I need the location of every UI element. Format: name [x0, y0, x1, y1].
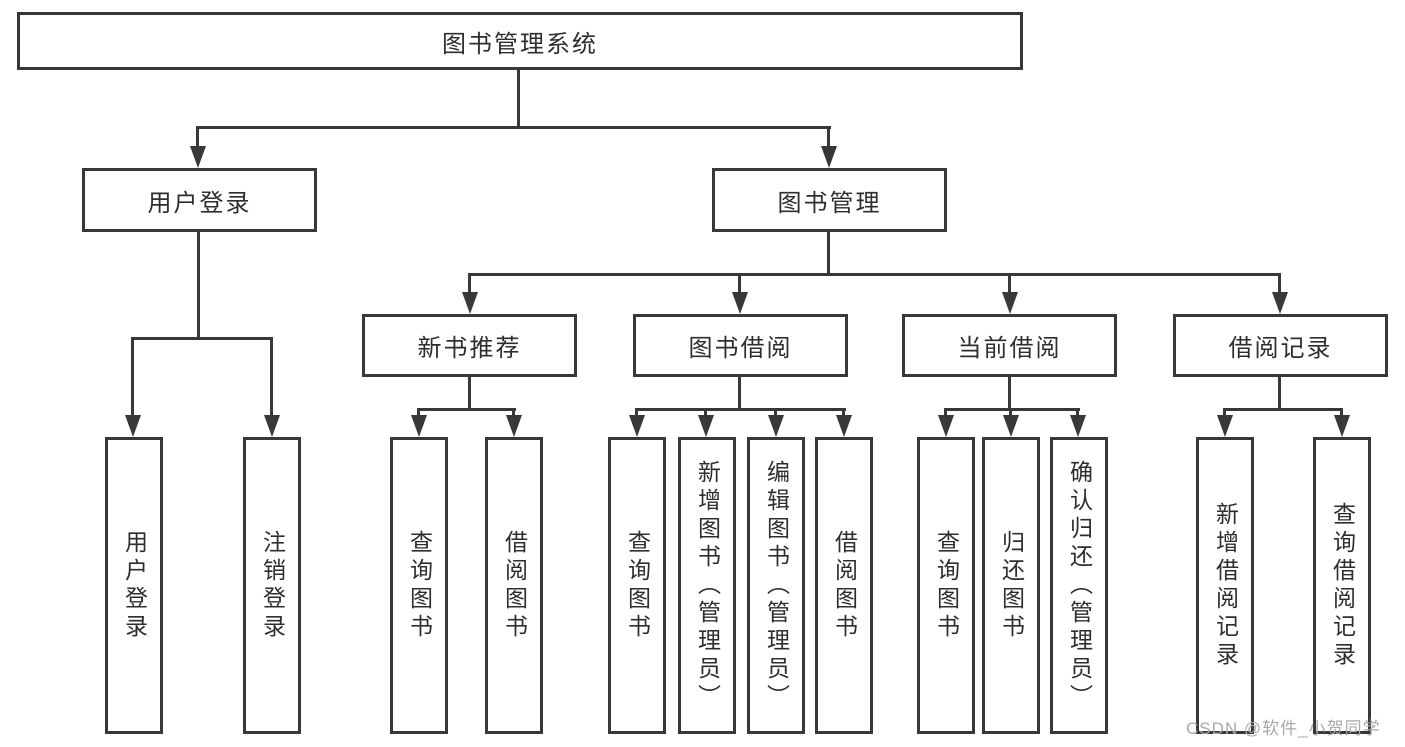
arrowhead-down-icon	[264, 415, 280, 437]
node-label: 借阅图书	[831, 529, 858, 642]
leaf-query-books-current: 查询图书	[917, 437, 975, 734]
connector-line	[704, 408, 707, 418]
node-label: 图书管理	[777, 189, 882, 217]
arrowhead-down-icon	[462, 292, 478, 314]
leaf-add-books-admin: 新增图书（管理员）	[678, 437, 736, 734]
connector-line	[468, 377, 471, 408]
connector-line	[1009, 408, 1012, 418]
arrowhead-down-icon	[768, 415, 784, 437]
node-label: 新增图书（管理员）	[694, 459, 721, 712]
connector-line	[1278, 377, 1281, 408]
arrowhead-down-icon	[1003, 415, 1019, 437]
connector-line	[1340, 408, 1343, 418]
node-label: 编辑图书（管理员）	[763, 459, 790, 712]
connector-line	[827, 126, 830, 148]
arrowhead-down-icon	[629, 415, 645, 437]
connector-line	[1278, 273, 1281, 294]
connector-line	[196, 126, 831, 129]
node-label: 用户登录	[147, 189, 252, 217]
arrowhead-down-icon	[836, 415, 852, 437]
arrowhead-down-icon	[1334, 415, 1350, 437]
node-user-login: 用户登录	[82, 168, 317, 232]
node-label: 查询图书	[406, 529, 433, 642]
node-label: 当前借阅	[957, 335, 1062, 362]
connector-line	[944, 408, 947, 418]
connector-line	[512, 408, 515, 418]
leaf-query-borrow-record: 查询借阅记录	[1313, 437, 1371, 734]
connector-line	[131, 337, 134, 417]
connector-line	[1008, 377, 1011, 408]
node-book-management: 图书管理	[712, 168, 947, 232]
arrowhead-down-icon	[732, 292, 748, 314]
node-label: 借阅记录	[1228, 335, 1333, 362]
leaf-edit-books-admin: 编辑图书（管理员）	[747, 437, 805, 734]
arrowhead-down-icon	[1002, 292, 1018, 314]
connector-line	[635, 408, 846, 411]
connector-line	[270, 337, 273, 417]
node-book-borrow: 图书借阅	[633, 314, 848, 377]
node-label: 用户登录	[121, 529, 148, 642]
node-new-book-recommend: 新书推荐	[362, 314, 577, 377]
leaf-return-books: 归还图书	[982, 437, 1040, 734]
leaf-query-books-borrow: 查询图书	[608, 437, 666, 734]
arrowhead-down-icon	[125, 415, 141, 437]
leaf-confirm-return-admin: 确认归还（管理员）	[1050, 437, 1108, 734]
connector-line	[774, 408, 777, 418]
leaf-query-books-recommend: 查询图书	[390, 437, 448, 734]
leaf-borrow-books-recommend: 借阅图书	[485, 437, 543, 734]
node-borrow-records: 借阅记录	[1173, 314, 1388, 377]
arrowhead-down-icon	[506, 415, 522, 437]
node-label: 查询图书	[624, 529, 651, 642]
node-label: 归还图书	[998, 529, 1025, 642]
connector-line	[738, 273, 741, 294]
connector-line	[1076, 408, 1079, 418]
node-label: 确认归还（管理员）	[1066, 459, 1093, 712]
connector-line	[1223, 408, 1226, 418]
node-label: 借阅图书	[501, 529, 528, 642]
node-current-borrow: 当前借阅	[902, 314, 1117, 377]
leaf-user-login: 用户登录	[105, 437, 163, 734]
arrowhead-down-icon	[411, 415, 427, 437]
connector-line	[131, 337, 273, 340]
arrowhead-down-icon	[938, 415, 954, 437]
connector-line	[944, 408, 1080, 411]
node-label: 新书推荐	[417, 335, 522, 362]
connector-line	[417, 408, 516, 411]
connector-line	[468, 273, 1281, 276]
connector-line	[1008, 273, 1011, 294]
node-label: 图书管理系统	[442, 30, 598, 58]
node-label: 新增借阅记录	[1212, 501, 1239, 670]
arrowhead-down-icon	[1070, 415, 1086, 437]
arrowhead-down-icon	[821, 146, 837, 168]
connector-line	[468, 273, 471, 294]
node-label: 查询图书	[933, 529, 960, 642]
csdn-watermark: CSDN @软件_小贺同学	[1186, 719, 1381, 738]
node-label: 图书借阅	[688, 335, 793, 362]
connector-line	[417, 408, 420, 418]
arrowhead-down-icon	[190, 146, 206, 168]
connector-line	[738, 377, 741, 408]
leaf-borrow-books: 借阅图书	[815, 437, 873, 734]
connector-line	[635, 408, 638, 418]
node-library-management-system: 图书管理系统	[17, 12, 1023, 70]
connector-line	[196, 126, 199, 148]
node-label: 注销登录	[259, 529, 286, 642]
arrowhead-down-icon	[1272, 292, 1288, 314]
connector-line	[517, 70, 520, 126]
connector-line	[842, 408, 845, 418]
leaf-add-borrow-record: 新增借阅记录	[1196, 437, 1254, 734]
arrowhead-down-icon	[698, 415, 714, 437]
leaf-logout: 注销登录	[243, 437, 301, 734]
connector-line	[827, 232, 830, 273]
arrowhead-down-icon	[1217, 415, 1233, 437]
connector-line	[197, 232, 200, 337]
connector-line	[1223, 408, 1343, 411]
node-label: 查询借阅记录	[1329, 501, 1356, 670]
